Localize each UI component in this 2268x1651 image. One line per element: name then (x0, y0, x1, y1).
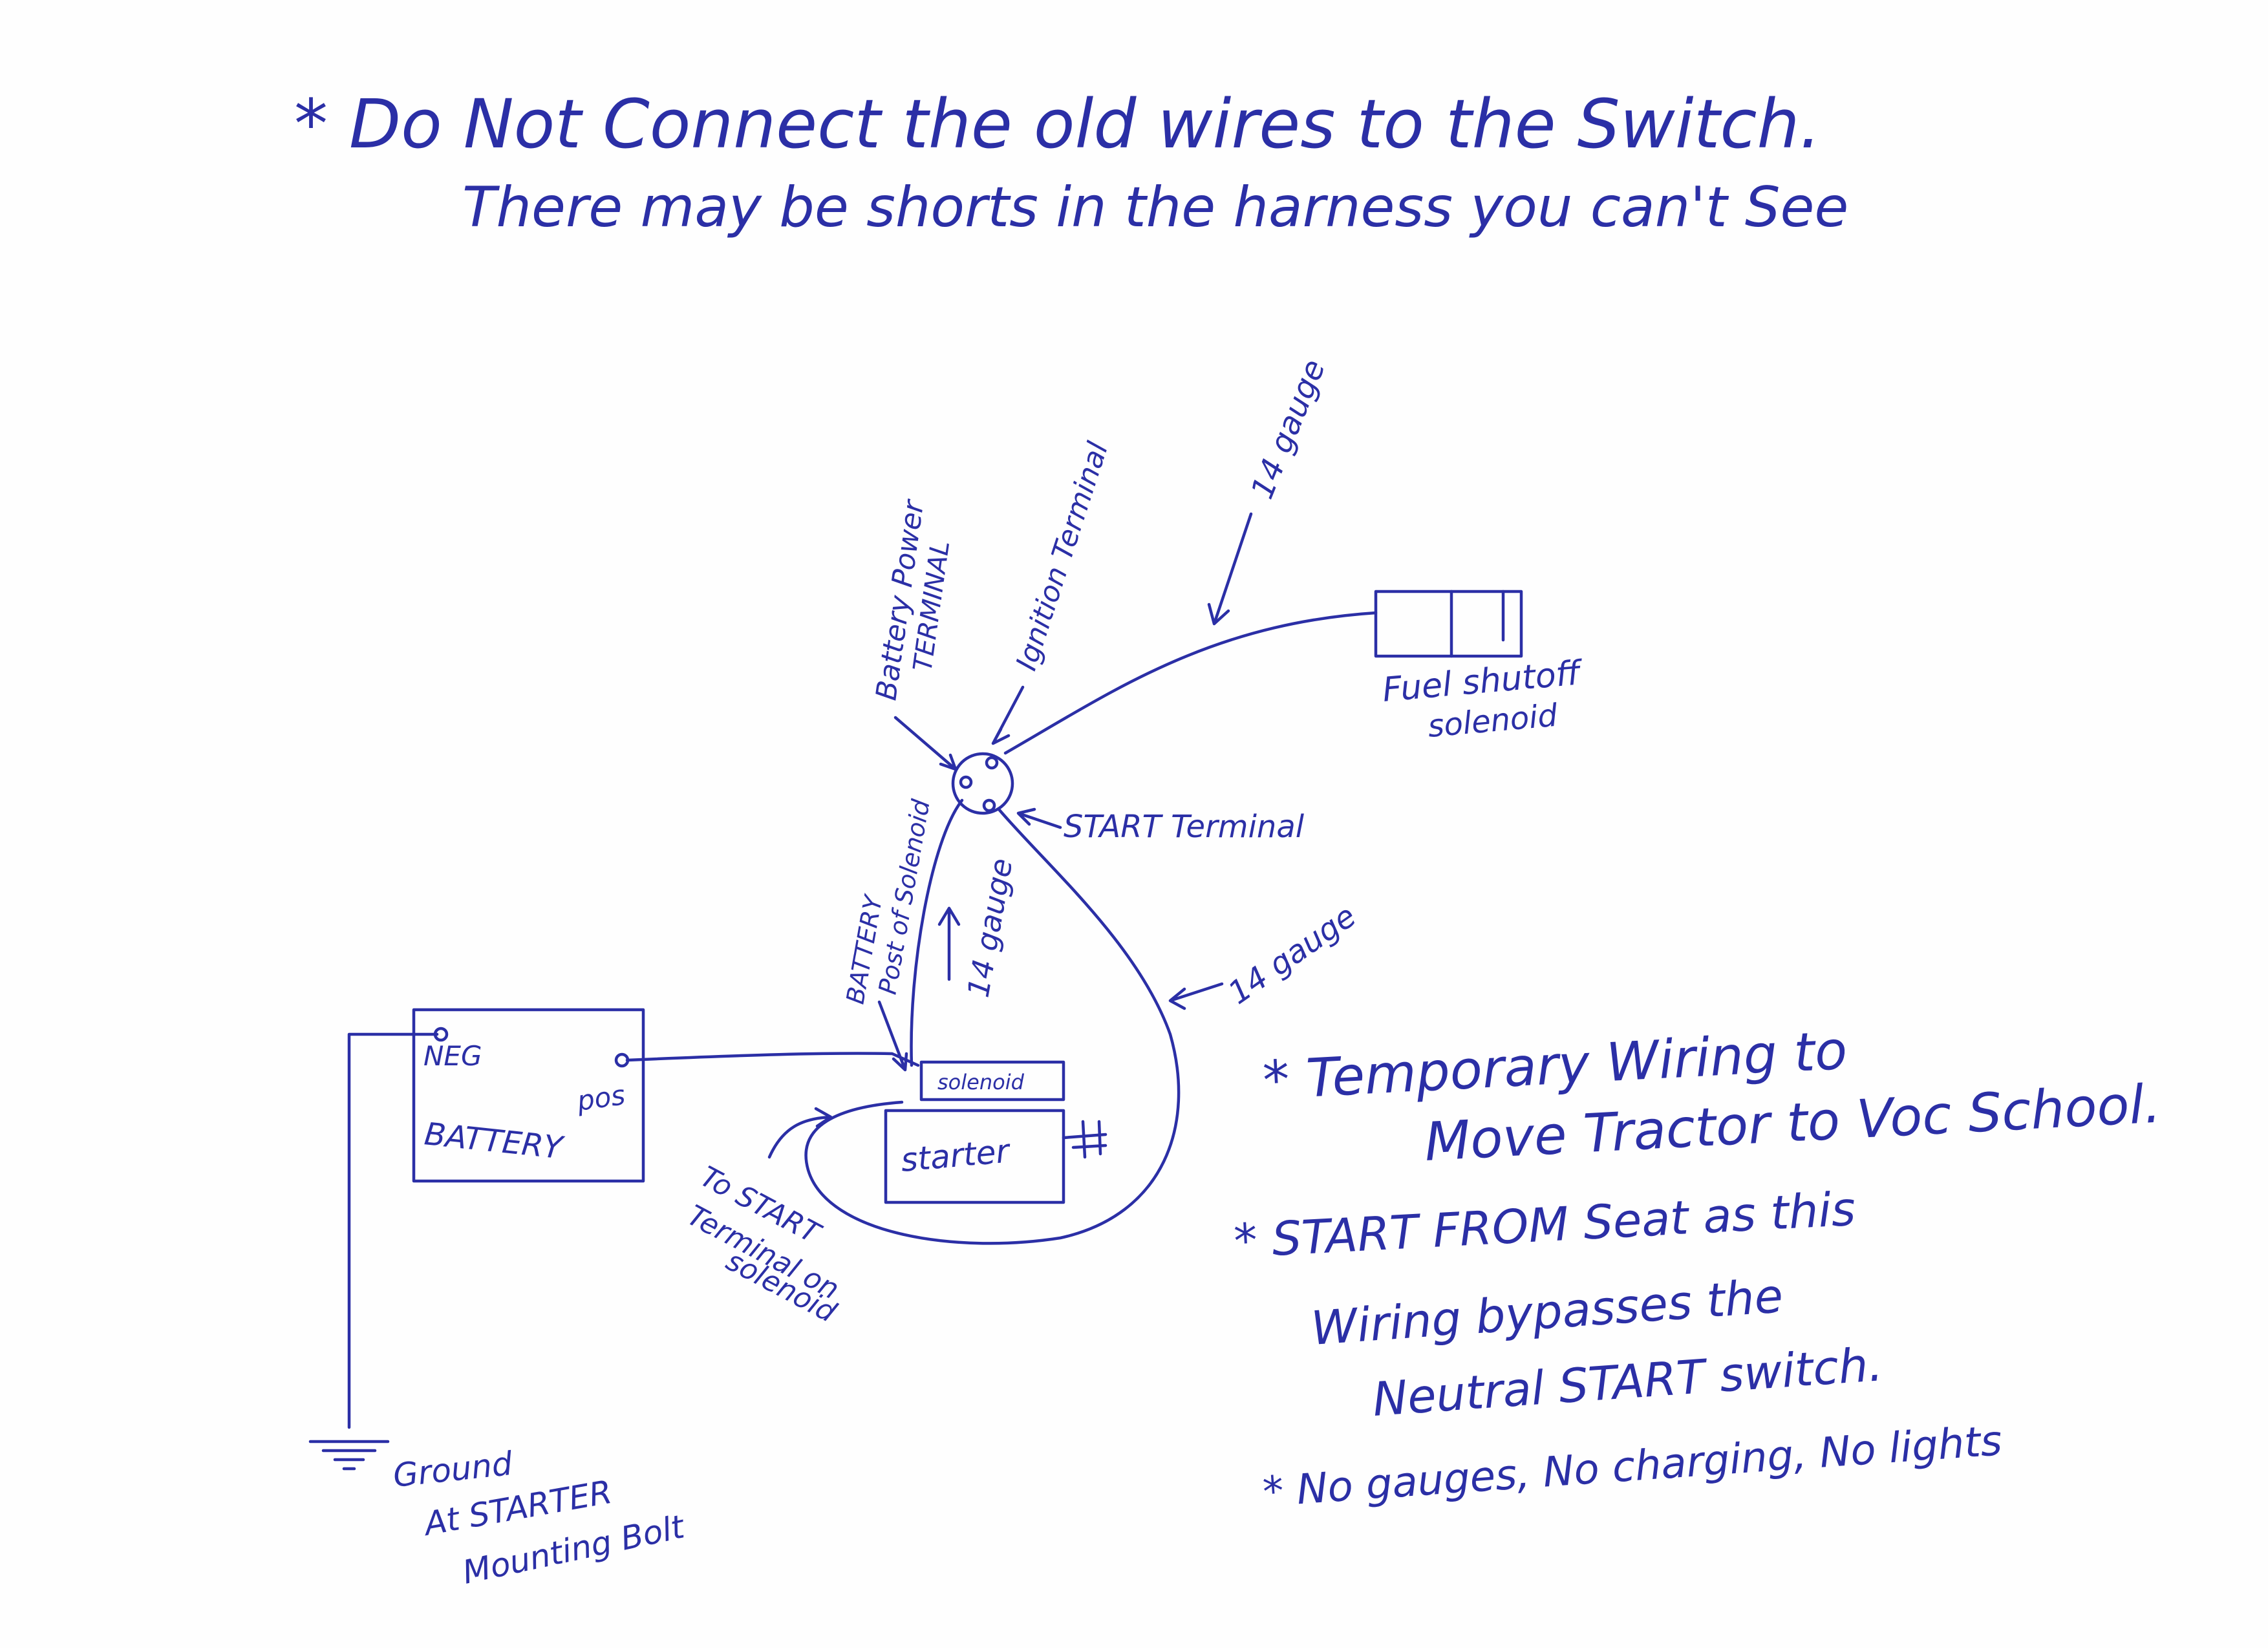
wire-ignition-to-fuel-solenoid (1003, 611, 1378, 755)
wire-solenoid-to-battery-power-terminal (910, 798, 964, 1067)
arrow-14-gauge-top (1207, 512, 1253, 626)
note2-line2: Wiring bypasses the (1309, 1268, 1784, 1356)
wire-ground (347, 1032, 439, 1429)
header-line2: There may be shorts in the harness you c… (462, 175, 1848, 240)
ignition-terminal-post (985, 756, 999, 770)
label-ignition-terminal: Ignition Terminal (1010, 438, 1115, 675)
fuel-shutoff-solenoid (1374, 590, 1523, 658)
label-gauge-mid: 14 gauge (961, 856, 1020, 1000)
header-line1: * Do Not Connect the old wires to the Sw… (294, 85, 1821, 164)
note2-line3: Neutral START switch. (1371, 1337, 1885, 1427)
note3: * No gauges, No charging, No lights (1261, 1417, 2004, 1517)
solenoid (919, 1060, 1065, 1102)
wire-battery-to-solenoid (625, 1052, 920, 1067)
battery-power-terminal-post (959, 775, 973, 789)
ignition-switch (951, 752, 1014, 815)
wire-start-terminal-loop (804, 807, 1181, 1245)
label-gauge-top: 14 gauge (1244, 354, 1332, 504)
label-gauge-right: 14 gauge (1222, 898, 1363, 1012)
start-terminal-post (982, 798, 996, 813)
arrow-to-start-terminal (767, 1107, 833, 1159)
battery (412, 1008, 645, 1183)
arrow-ignition-terminal (991, 685, 1025, 745)
label-solenoid: solenoid (937, 1070, 1025, 1094)
label-fuel-line2: solenoid (1426, 698, 1559, 745)
label-neg: NEG (423, 1040, 482, 1072)
arrow-start-terminal (1016, 807, 1062, 829)
starter (884, 1109, 1065, 1204)
note2-line1: * START FROM Seat as this (1232, 1182, 1856, 1268)
label-battery: BATTERY (423, 1116, 566, 1166)
label-starter: starter (899, 1132, 1013, 1179)
arrow-battery-post (877, 1000, 908, 1072)
arrow-14-gauge-right (1168, 982, 1224, 1010)
starter-terminal-bracket (1062, 1120, 1107, 1159)
label-ground-line1: Ground (391, 1445, 514, 1495)
label-start-terminal: START Terminal (1064, 809, 1305, 845)
arrow-14-gauge-mid (937, 906, 961, 981)
label-pos: pos (575, 1079, 627, 1117)
arrow-battery-power-terminal (893, 716, 957, 771)
